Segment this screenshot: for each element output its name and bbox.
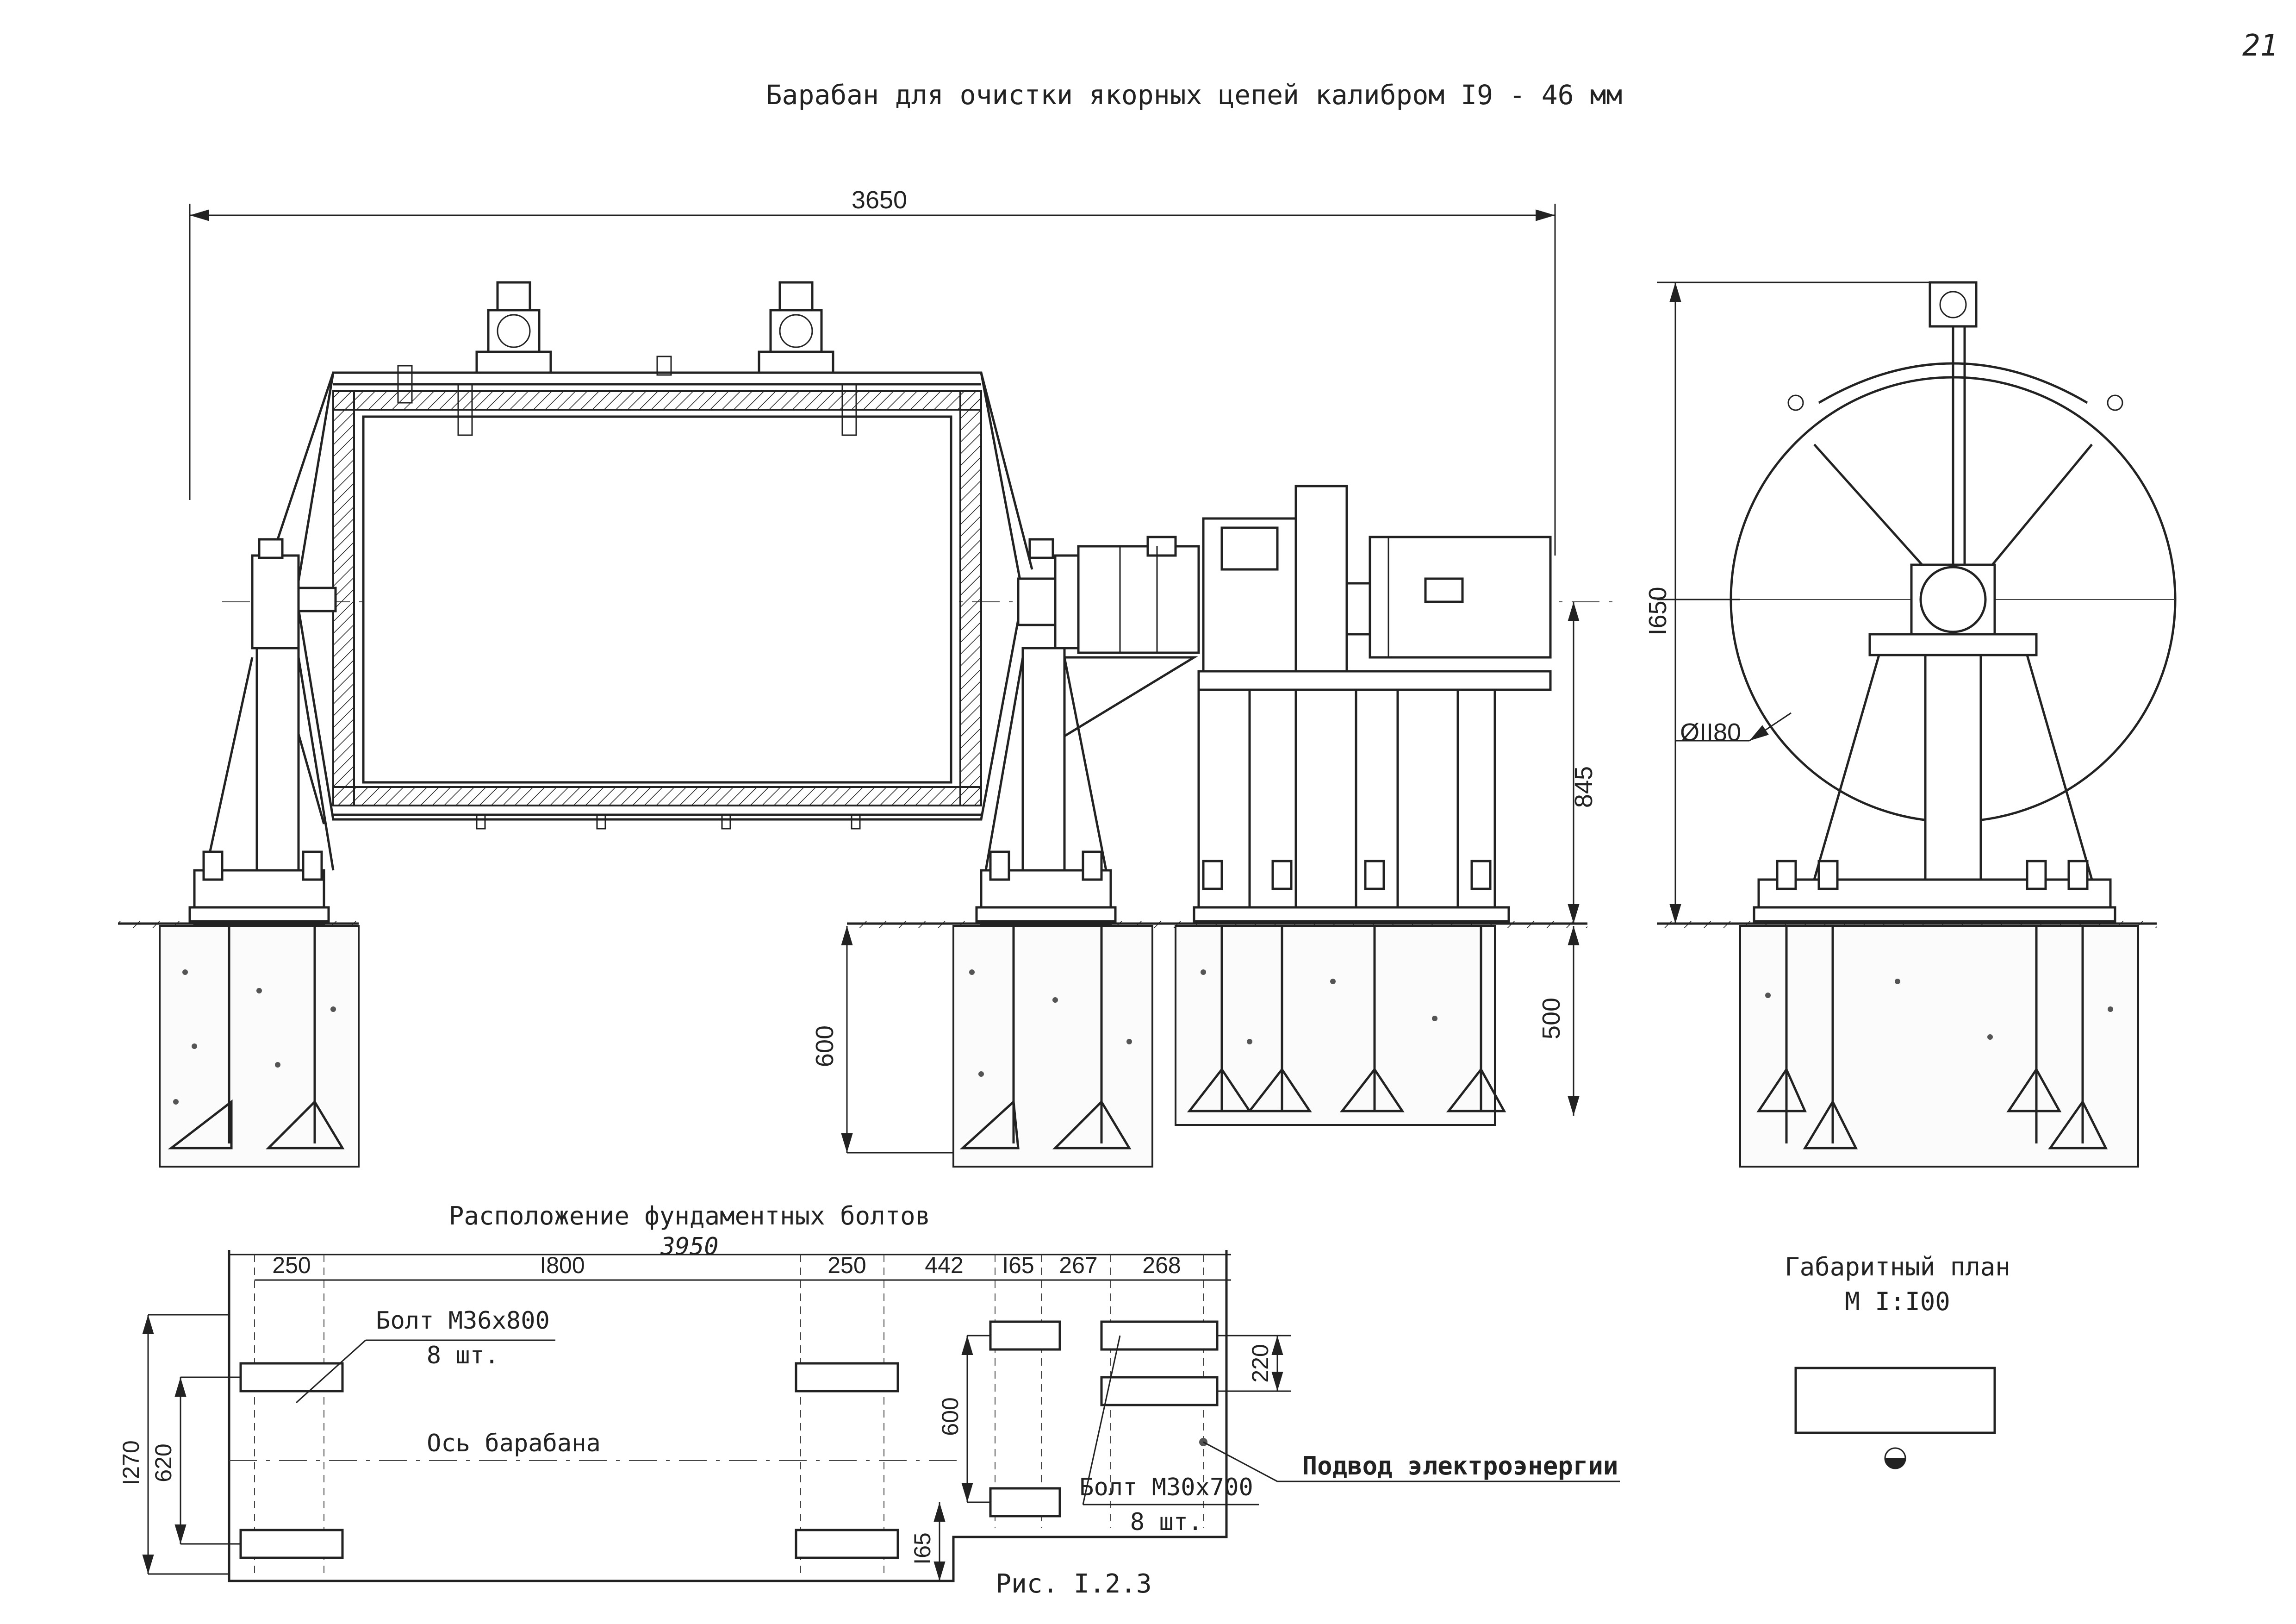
bolt-pad (1100, 1320, 1219, 1351)
bolt-pad (795, 1529, 899, 1559)
drum-interior (362, 415, 952, 784)
dim-600: 600 (937, 1397, 963, 1436)
dim-drum-diameter: ØII80 (1680, 718, 1741, 746)
foundation-left (159, 925, 360, 1168)
dim-top-250-a: 250 (272, 1252, 311, 1278)
dim-top-442: 442 (925, 1252, 963, 1278)
drum-front-view: 3650 (118, 186, 1620, 1168)
dim-220: 220 (1247, 1344, 1273, 1382)
bolt-pad (795, 1362, 899, 1393)
bolt-pad (989, 1487, 1061, 1518)
dim-foundation-depth-left: 600 (811, 1025, 839, 1067)
bolt-pad (239, 1529, 344, 1559)
dim-side-height: I650 (1644, 587, 1672, 635)
overall-plan-title: Габаритный план (1785, 1252, 2010, 1281)
bolt-pad (989, 1320, 1061, 1351)
dim-top-267: 267 (1059, 1252, 1097, 1278)
bolt-m30-qty: 8 шт. (1130, 1508, 1203, 1536)
dim-total-length: 3650 (852, 186, 907, 214)
dim-1270: I270 (118, 1440, 144, 1485)
dim-height-to-axis: 845 (1570, 766, 1598, 808)
foundation-bolt-plan: Расположение фундаментных болтов 3950 25… (118, 1201, 1620, 1599)
dim-top-250-b: 250 (828, 1252, 866, 1278)
drawing-title: Барабан для очистки якорных цепей калибр… (766, 79, 1623, 111)
power-supply-label: Подвод электроэнергии (1302, 1451, 1618, 1480)
dim-foundation-depth-right: 500 (1537, 998, 1565, 1039)
bolt-pad (239, 1362, 344, 1393)
left-support (188, 538, 337, 927)
bolt-plan-title: Расположение фундаментных болтов (449, 1201, 930, 1230)
overall-plan-rectangle (1794, 1367, 1996, 1434)
dim-620: 620 (150, 1443, 176, 1482)
bolt-m36-qty: 8 шт. (427, 1342, 499, 1369)
dim-165: I65 (909, 1532, 935, 1565)
vibrator-motor-right (758, 281, 834, 374)
dim-top-268: 268 (1142, 1252, 1181, 1278)
foundation-motor (1175, 925, 1506, 1126)
overall-plan: Габаритный план М I:I00 (1785, 1252, 2010, 1469)
overall-plan-scale: М I:I00 (1845, 1287, 1950, 1316)
drive-unit (1077, 485, 1552, 923)
drum-side-view: I650 ØII80 (1644, 281, 2177, 1168)
drum-bottom-wall (332, 786, 982, 806)
drum-top-wall (332, 390, 982, 411)
drum-right-wall (959, 390, 982, 806)
page-number: 21 (2242, 29, 2278, 63)
dim-bolt-plan-total: 3950 (660, 1233, 718, 1261)
vibrator-motor-left (475, 281, 552, 374)
bolt-m30-label: Болт М30х700 (1079, 1474, 1253, 1501)
power-supply-symbol (1884, 1447, 1906, 1469)
foundation-middle (952, 925, 1153, 1168)
bolt-pad (1100, 1376, 1219, 1406)
figure-caption: Рис. I.2.3 (996, 1569, 1151, 1599)
dim-top-1800: I800 (540, 1252, 585, 1278)
bolt-m36-label: Болт М36х800 (376, 1307, 550, 1335)
dim-top-165: I65 (1002, 1252, 1034, 1278)
drum-axis-label: Ось барабана (427, 1430, 601, 1457)
